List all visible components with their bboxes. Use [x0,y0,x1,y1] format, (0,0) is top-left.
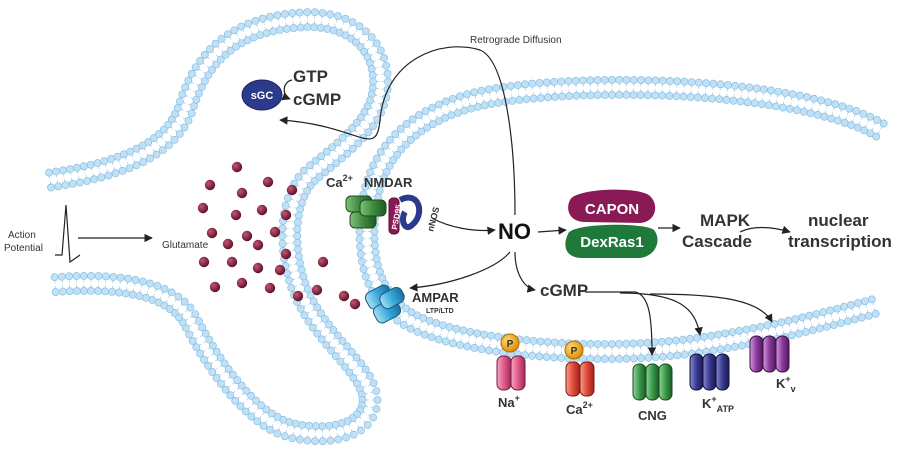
psd95-protein: PSD95 [388,197,403,235]
presynaptic-membrane [45,8,392,446]
cgmp-mid-label: cGMP [540,281,588,300]
ca2-bottom-label: Ca2+ [566,400,593,417]
katp-channel [689,353,730,391]
glutamate-molecule [262,176,274,188]
glutamate-molecule [311,284,323,296]
gtp-label: GTP [293,67,328,86]
glutamate-molecule [206,227,218,239]
glutamate-molecule [241,230,253,242]
nuclear-label-1: nuclear [808,211,869,230]
gtp-to-cgmp-arrow [281,79,293,101]
ca-channel: P [564,340,595,397]
katp-label: K+ATP [702,394,734,414]
glutamate-molecule [286,184,298,196]
no-to-capon-arrow [537,226,567,235]
glutamate-molecule [256,204,268,216]
nmdar-label: NMDAR [364,175,413,190]
na-channel: P [496,333,526,391]
cgmp-top-label: cGMP [293,90,341,109]
glutamate-molecule [274,264,286,276]
glutamate-molecule [236,187,248,199]
glutamate-molecule [197,202,209,214]
glutamate-molecule [252,262,264,274]
glutamate-molecule [209,281,221,293]
svg-text:PSD95: PSD95 [390,203,403,230]
no-to-cgmp-arrow [514,251,536,293]
glutamate-molecule [226,256,238,268]
glutamate-molecule [317,256,329,268]
glutamate-molecule [292,290,304,302]
no-label: NO [498,219,531,244]
kv-label: K+v [776,374,796,394]
cgmp-to-katp-arrow [619,292,703,336]
action-potential-label-1: Action [8,230,36,241]
svg-text:P: P [507,339,514,350]
cgmp-to-cng-arrow [585,291,657,356]
glutamate-molecule [198,256,210,268]
kv-channel [749,335,790,373]
glutamate-molecule [269,226,281,238]
no-to-ampar-arrow [409,251,511,292]
svg-text:P: P [571,346,578,357]
dexras1-label: DexRas1 [580,234,643,251]
mapk-to-nuclear-arrow [739,225,791,234]
retrograde-diffusion-arrow [279,46,516,216]
glutamate-molecule [264,282,276,294]
glutamate-label: Glutamate [162,240,209,251]
membrane-layers [45,8,888,446]
glutamate-molecule [231,161,243,173]
dexras1-shape [565,224,658,258]
action-potential-label-2: Potential [4,243,43,254]
glutamate-molecule [252,239,264,251]
glutamate-molecule [236,277,248,289]
glutamate-molecule [349,298,361,310]
nnos-protein: nNOS [398,194,441,233]
retrograde-diffusion-label: Retrograde Diffusion [470,35,562,46]
cng-channel [632,363,673,401]
ca2-top-label: Ca2+ [326,173,353,190]
glutamate-molecule [338,290,350,302]
capon-label: CAPON [585,201,639,218]
capon-shape [568,189,656,223]
glutamate-molecule [280,209,292,221]
cgmp-to-kv-arrow [649,293,773,323]
glutamate-molecules [197,161,361,310]
glutamate-molecule [280,248,292,260]
glutamate-molecule [222,238,234,250]
action-potential-trace [55,204,153,264]
mapk-label-2: Cascade [682,232,752,251]
glutamate-molecule [230,209,242,221]
sgc-label: sGC [251,90,274,102]
ltp-ltd-label: LTP/LTD [426,308,454,315]
nnos-to-no-arrow [431,217,496,235]
glutamate-molecule [204,179,216,191]
nuclear-label-2: transcription [788,232,892,251]
ampar-channel [364,284,405,324]
mapk-label-1: MAPK [700,211,751,230]
cng-label: CNG [638,408,667,423]
na-label: Na+ [498,393,520,410]
ampar-label: AMPAR [412,290,459,305]
nmdar-channel [345,195,387,229]
